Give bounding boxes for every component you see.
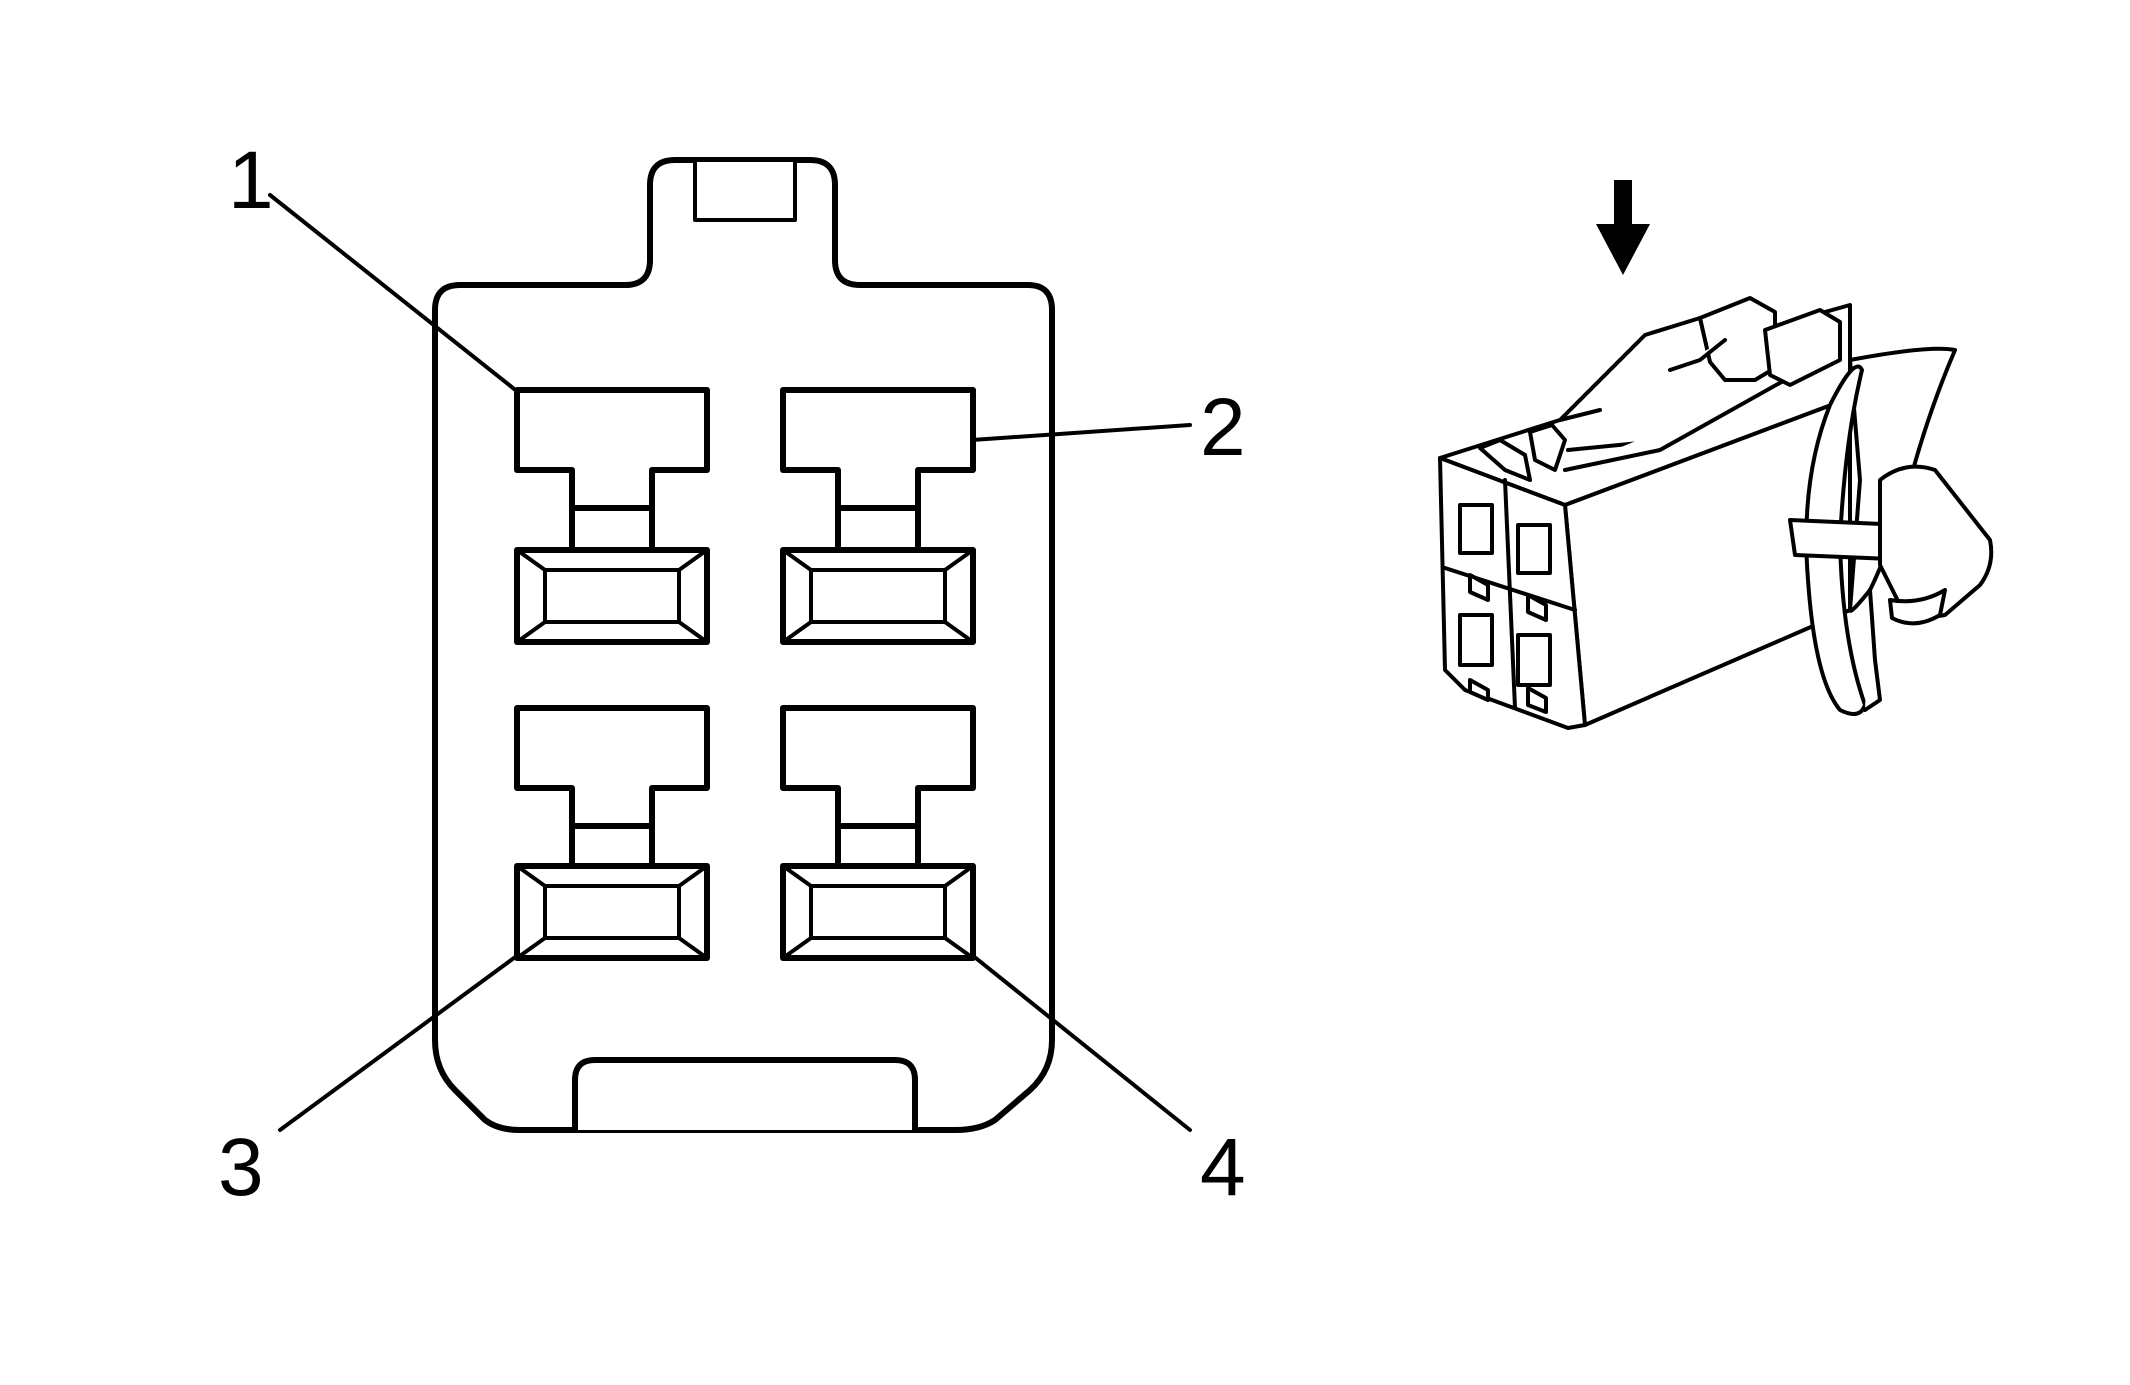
- leader-line-2: [970, 423, 1192, 442]
- leader-line-4: [970, 953, 1192, 1132]
- bottom-key-slot: [572, 1057, 918, 1133]
- pin-label-2: 2: [1200, 382, 1246, 473]
- leader-line-3: [278, 953, 520, 1132]
- pin-cavity-3: [514, 705, 710, 961]
- arrow-down-icon: [1596, 180, 1650, 275]
- top-latch-slot: [693, 158, 797, 222]
- pin-cavity-2: [780, 387, 976, 645]
- pin-cavity-4: [780, 705, 976, 961]
- pin-label-1: 1: [228, 135, 274, 226]
- connector-face-view: [432, 157, 1055, 1133]
- pin-label-3: 3: [218, 1122, 264, 1213]
- leader-line-1: [268, 193, 520, 394]
- connector-perspective-icon: [1438, 296, 1994, 730]
- pin-cavity-1: [514, 387, 710, 645]
- pin-label-4: 4: [1200, 1122, 1246, 1213]
